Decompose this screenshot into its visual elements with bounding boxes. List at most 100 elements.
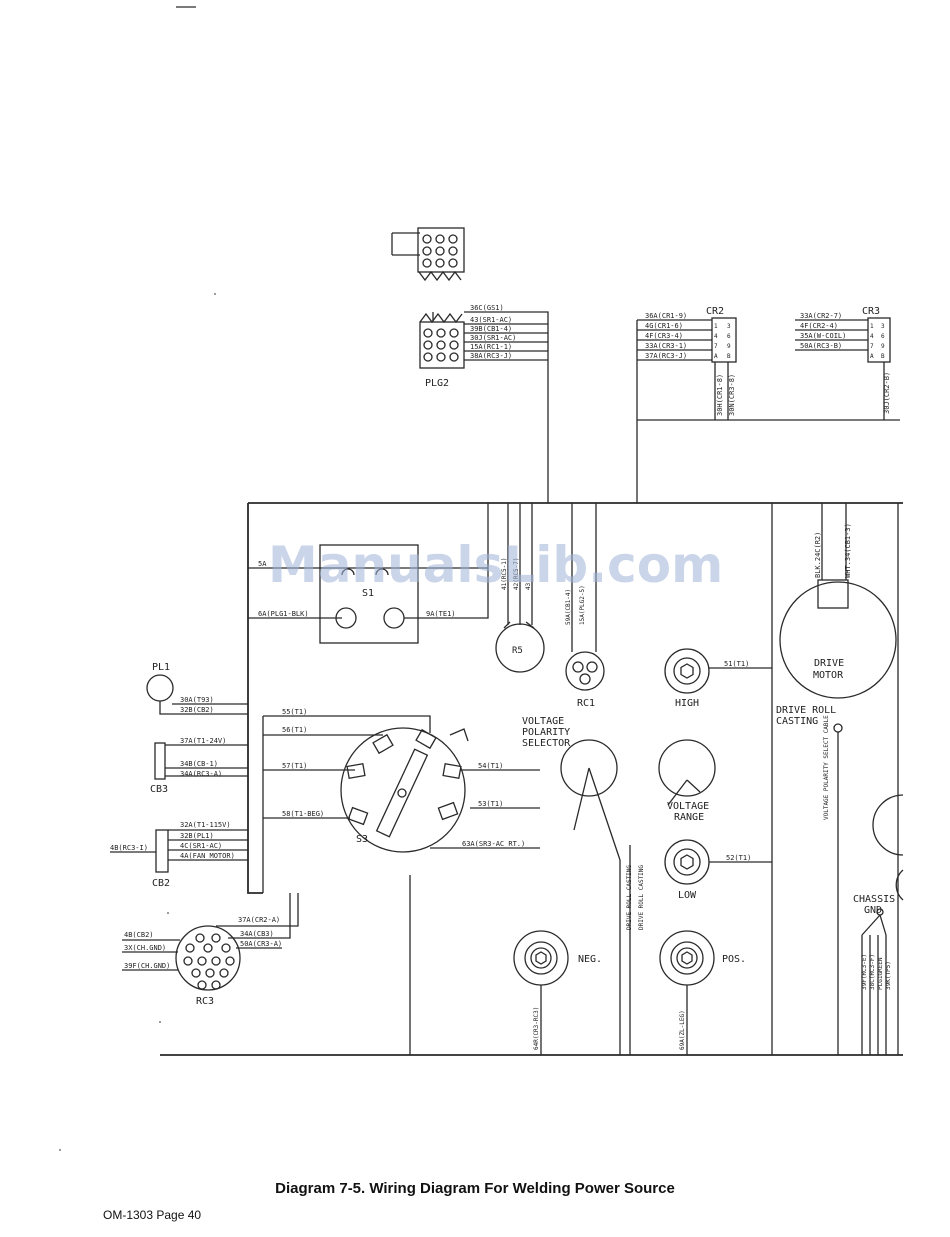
s3-wire-3: 57(T1): [282, 762, 307, 770]
chassis-wire-2: 38C(RC3-F): [869, 954, 876, 990]
s3-label: S3: [356, 834, 368, 845]
s3-switch: [262, 715, 540, 893]
r5-wire-3: 43: [525, 582, 532, 590]
svg-text:9: 9: [727, 343, 731, 350]
pos-terminal: [659, 930, 715, 1055]
s3-wire-7: 63A(SR3-AC RT.): [462, 840, 525, 848]
plg2-label: PLG2: [425, 378, 449, 389]
main-panel: [160, 502, 903, 1056]
voltage-polarity-label: VOLTAGE POLARITY SELECTOR: [522, 716, 571, 749]
voltage-polarity-selector: [560, 739, 621, 861]
svg-text:7: 7: [714, 343, 718, 350]
drive-motor: [779, 503, 897, 699]
r5-wire-labels: 41(RC5-1) 42(RC5-7) 43: [501, 557, 532, 590]
chassis-gnd-label-1: CHASSIS: [853, 894, 895, 905]
rc1-receptacle: [565, 503, 605, 691]
svg-text:6: 6: [727, 333, 731, 340]
rc1-wire-labels: 59A(CB1-4) 15A(PLG2-5): [565, 585, 586, 625]
cr2-vwire-1: 30H(CR1-8): [716, 374, 724, 416]
motor-wire-labels: BLK.24C(R2) WHT.34(CB1-3): [814, 523, 852, 578]
plg2-wire-2: 43(SR1-AC): [470, 316, 512, 324]
s1-wire-labels: 5A 6A(PLG1-BLK) 9A(TE1): [258, 560, 456, 618]
cr3-label: CR3: [862, 306, 880, 317]
rc3-wire-labels: 37A(CR2-A) 34A(CB3) 50A(CR3-A) 4B(CB2) 3…: [124, 916, 282, 970]
motor-wire-1: BLK.24C(R2): [814, 532, 822, 578]
voltage-polarity-label-3: SELECTOR: [522, 738, 571, 749]
drive-casting-wire-labels: DRIVE ROLL CASTING DRIVE ROLL CASTING: [626, 865, 645, 930]
drive-roll-casting-label-1: DRIVE ROLL: [776, 705, 836, 716]
cb2-wire-3: 4C(SR1-AC): [180, 842, 222, 850]
low-label: LOW: [678, 890, 697, 901]
cb3-wire-labels: 37A(T1-24V) 34B(CB-1) 34A(RC3-A): [180, 737, 226, 778]
s1-label: S1: [362, 588, 374, 599]
top-connector: [391, 227, 465, 282]
low-terminal: [664, 839, 772, 885]
cb2-wire-1: 32A(T1-115V): [180, 821, 231, 829]
svg-text:7: 7: [870, 343, 874, 350]
drive-motor-label-2: MOTOR: [813, 670, 844, 681]
chassis-wire-4: 39K(TP5): [885, 961, 892, 990]
svg-text:3: 3: [727, 323, 731, 330]
low-wire-label: 52(T1): [726, 854, 751, 862]
cr2-wire-1: 36A(CR1-9): [645, 312, 687, 320]
cb2-wire-5: 4B(RC3-I): [110, 844, 148, 852]
cb3-wire-1: 37A(T1-24V): [180, 737, 226, 745]
neg-terminal: [513, 930, 569, 1055]
s3-wire-4: 58(T1-BEG): [282, 810, 324, 818]
drive-motor-label-1: DRIVE: [814, 658, 844, 669]
plg2-wire-labels: 36C(GS1) 43(SR1-AC) 39B(CB1-4) 30J(SR1-A…: [470, 304, 516, 360]
rc3-label: RC3: [196, 996, 214, 1007]
svg-text:3: 3: [881, 323, 885, 330]
voltage-polarity-label-2: POLARITY: [522, 727, 570, 738]
s1-wire-3: 9A(TE1): [426, 610, 456, 618]
rc1-wire-1: 59A(CB1-4): [565, 589, 572, 625]
svg-text:A: A: [714, 353, 718, 360]
pl1-label: PL1: [152, 662, 170, 673]
r5-wire-1: 41(RC5-1): [501, 557, 508, 590]
pl1-wire-2: 32B(CB2): [180, 706, 214, 714]
voltage-range-switch: [658, 739, 716, 806]
polarity-cable-label: VOLTAGE POLARITY SELECT CABLE: [823, 715, 830, 820]
cr3-wire-1: 33A(CR2-7): [800, 312, 842, 320]
cb3-wire-2: 34B(CB-1): [180, 760, 218, 768]
s1-wire-1: 5A: [258, 560, 267, 568]
cr2-wire-4: 33A(CR3-1): [645, 342, 687, 350]
s3-wire-1: 55(T1): [282, 708, 307, 716]
svg-text:6: 6: [881, 333, 885, 340]
s1-wire-2: 6A(PLG1-BLK): [258, 610, 309, 618]
high-label: HIGH: [675, 698, 699, 709]
voltage-polarity-label-1: VOLTAGE: [522, 716, 564, 727]
voltage-range-label-2: RANGE: [674, 812, 704, 823]
drive-casting-wire-2: DRIVE ROLL CASTING: [638, 865, 645, 930]
motor-wire-2: WHT.34(CB1-3): [844, 523, 852, 578]
neg-wire-label: 64R(CR3-RC3): [533, 1007, 540, 1050]
rc3-wire-1: 37A(CR2-A): [238, 916, 280, 924]
s3-wire-2: 56(T1): [282, 726, 307, 734]
neg-label: NEG.: [578, 954, 602, 965]
drive-roll-casting-terminal: [833, 723, 843, 733]
cb3-label: CB3: [150, 784, 168, 795]
svg-text:1: 1: [714, 323, 718, 330]
cr2-wire-2: 4G(CR1-6): [645, 322, 683, 330]
rc3-wire-3: 50A(CR3-A): [240, 940, 282, 948]
svg-text:1: 1: [870, 323, 874, 330]
cr3-wire-labels: 33A(CR2-7) 4F(CR2-4) 35A(W-COIL) 50A(RC3…: [800, 312, 891, 414]
watermark: ManualsLib.com: [268, 536, 723, 594]
cb2-breaker: [110, 829, 248, 873]
chassis-wire-labels: 39F(RC3-E) 38C(RC3-F) PLG1GREEN 39K(TP5): [861, 954, 892, 990]
svg-text:A: A: [870, 353, 874, 360]
s1-switch: [248, 503, 489, 644]
svg-text:4: 4: [870, 333, 874, 340]
high-terminal: [664, 648, 772, 694]
svg-text:4: 4: [714, 333, 718, 340]
high-wire-label: 51(T1): [724, 660, 749, 668]
cr3-wire-2: 4F(CR2-4): [800, 322, 838, 330]
rc1-wire-2: 15A(PLG2-5): [579, 585, 586, 625]
cr2-label: CR2: [706, 306, 724, 317]
pl1-wire-1: 30A(T93): [180, 696, 214, 704]
plg2-connector: [419, 311, 549, 503]
cb2-label: CB2: [152, 878, 170, 889]
rc1-label: RC1: [577, 698, 595, 709]
